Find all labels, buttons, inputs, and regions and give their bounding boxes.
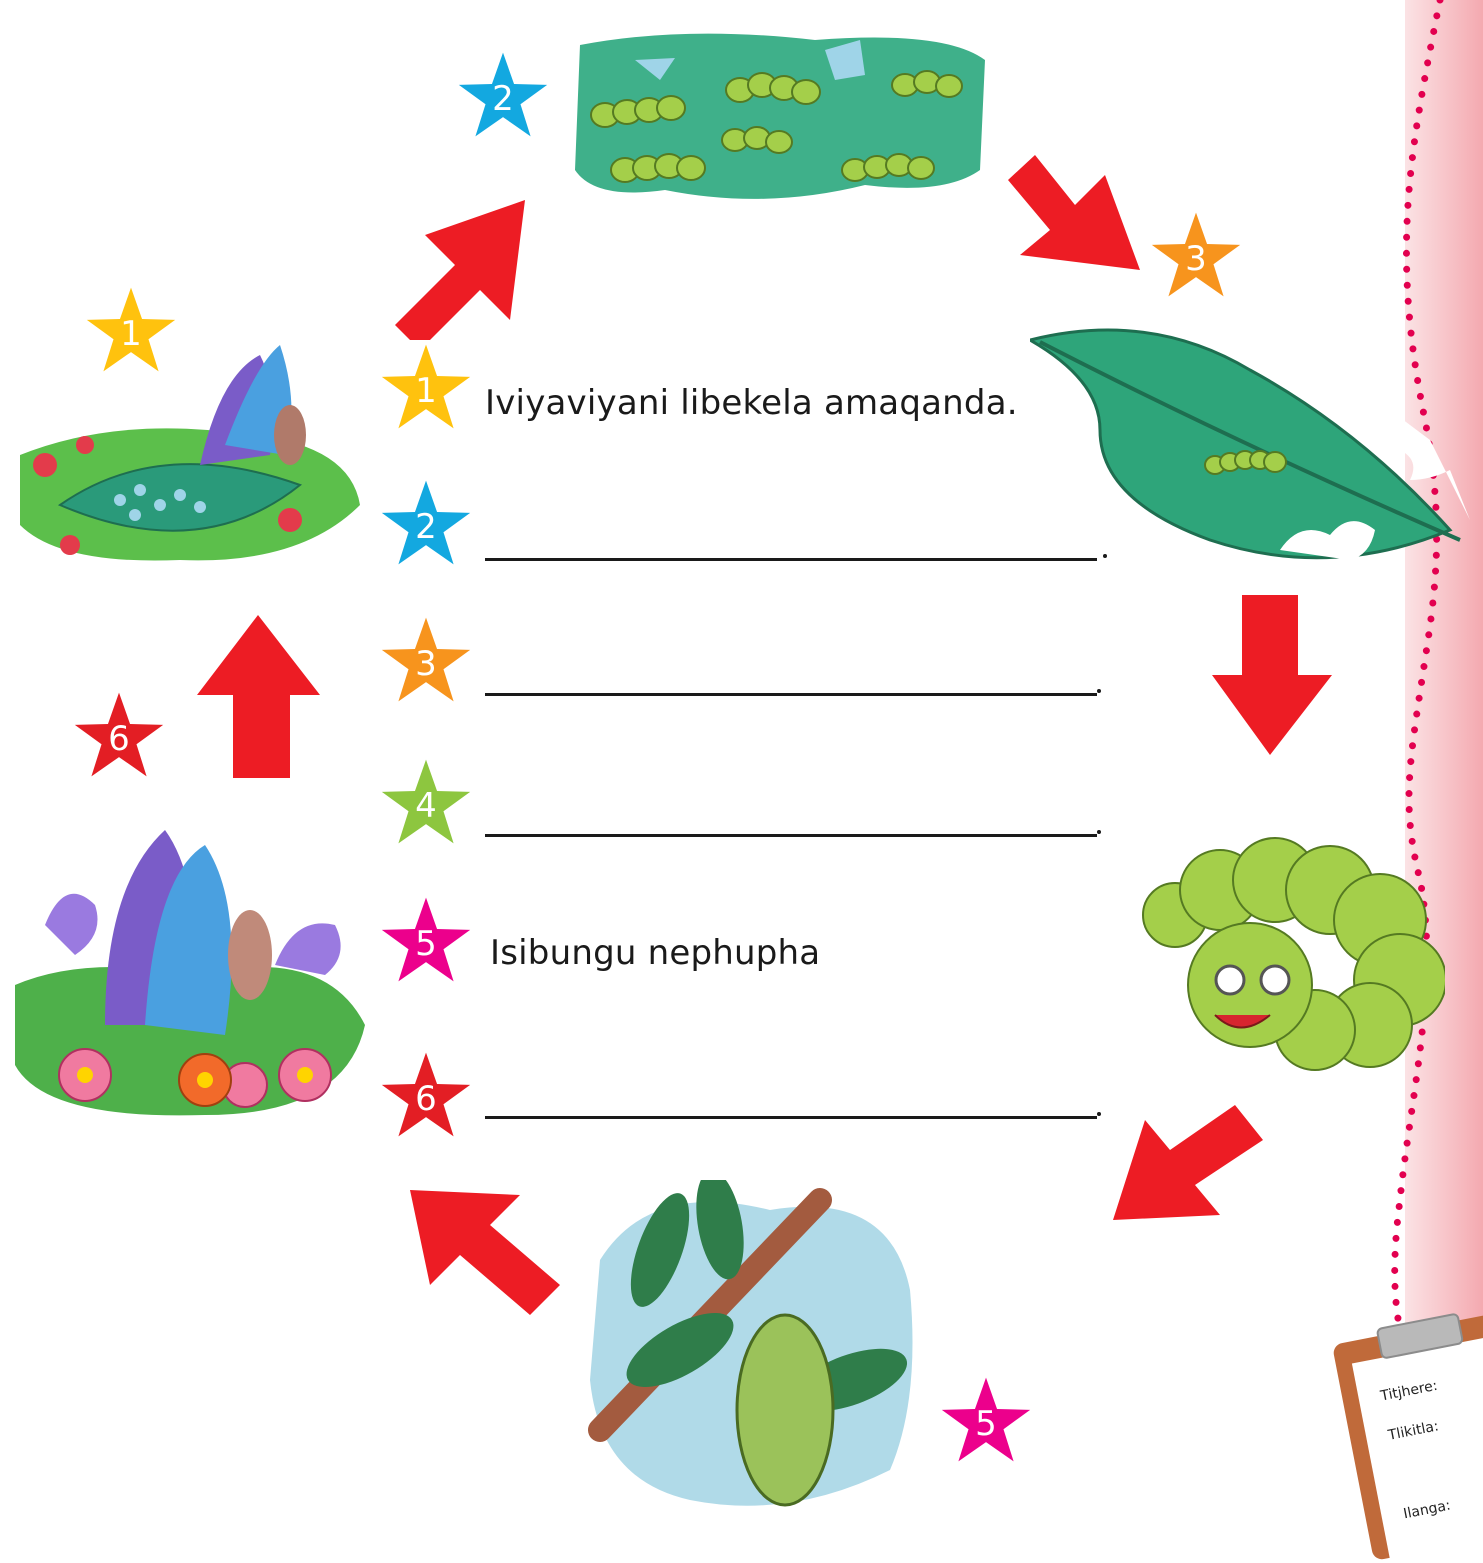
row-star-2: 2	[380, 478, 472, 568]
answer-line-2-period	[1103, 554, 1107, 558]
cycle-star-2: 2	[457, 50, 549, 140]
chrysalis-illustration	[570, 1180, 930, 1520]
answer-line-6[interactable]	[485, 1116, 1097, 1119]
row-star-5: 5	[380, 895, 472, 985]
cycle-star-1: 1	[85, 285, 177, 375]
answer-line-4-period	[1097, 830, 1101, 834]
answer-line-3-period	[1097, 689, 1101, 693]
caterpillar-on-leaf-illustration	[1030, 320, 1470, 580]
teacher-clipboard: Titjhere: Tlikitla: Ilanga:	[1332, 1309, 1483, 1561]
arrow-6-to-1	[195, 610, 325, 780]
answer-line-6-period	[1097, 1112, 1101, 1116]
teacher-label: Titjhere:	[1379, 1378, 1439, 1405]
butterfly-on-flowers-illustration	[5, 825, 375, 1125]
arrow-4-to-5	[1105, 1100, 1270, 1230]
sentence-1-text: Iviyaviyani libekela amaqanda.	[485, 383, 1018, 423]
cycle-star-5: 5	[940, 1375, 1032, 1465]
arrow-2-to-3	[1000, 135, 1160, 285]
answer-line-3[interactable]	[485, 693, 1097, 696]
row-star-6: 6	[380, 1050, 472, 1140]
row-star-1: 1	[380, 342, 472, 432]
cycle-star-3: 3	[1150, 210, 1242, 300]
arrow-5-to-6	[405, 1185, 570, 1325]
butterfly-laying-eggs-illustration	[0, 335, 370, 575]
caterpillars-hatching-illustration	[565, 20, 995, 220]
row-star-4: 4	[380, 757, 472, 847]
answer-line-4[interactable]	[485, 834, 1097, 837]
clipboard-paper: Titjhere: Tlikitla: Ilanga:	[1352, 1331, 1483, 1560]
cycle-star-6: 6	[73, 690, 165, 780]
arrow-3-to-4	[1210, 590, 1335, 760]
row-star-3: 3	[380, 615, 472, 705]
date-label: Ilanga:	[1402, 1497, 1452, 1522]
mark-label: Tlikitla:	[1387, 1418, 1440, 1443]
big-caterpillar-illustration	[1135, 835, 1445, 1075]
arrow-1-to-2	[380, 180, 540, 340]
margin-dotted-line	[1380, 0, 1460, 1330]
sentence-5-text: Isibungu nephupha	[490, 933, 820, 973]
answer-line-2[interactable]	[485, 558, 1097, 561]
